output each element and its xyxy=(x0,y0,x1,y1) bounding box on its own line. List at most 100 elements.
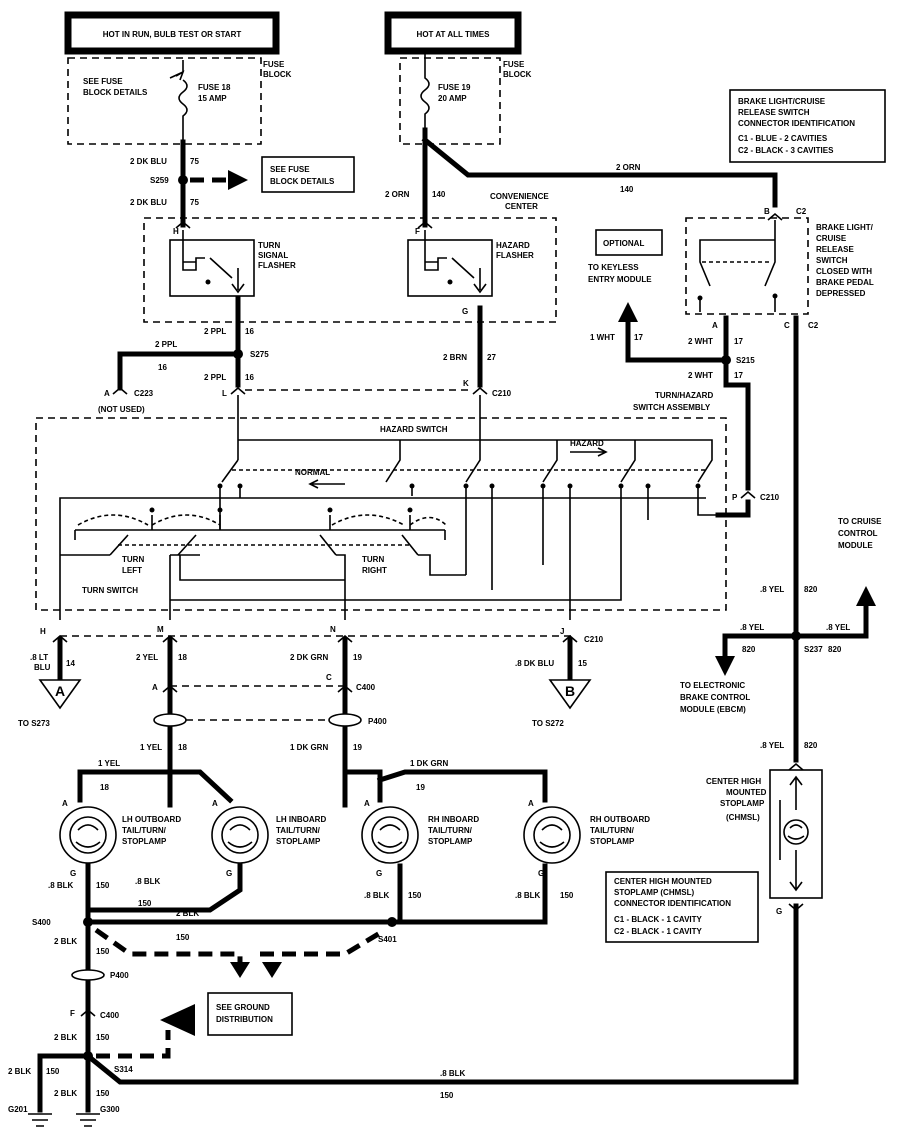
lh-inboard-bulb-icon xyxy=(227,824,253,848)
wht-wires: 1 WHT 17 2 WHT 17 S215 2 WHT 17 P C210 xyxy=(590,302,780,518)
ground-g300: G300 xyxy=(100,1105,120,1114)
wire-wht-2a: 2 WHT xyxy=(688,337,713,346)
keyless-label-2: ENTRY MODULE xyxy=(588,275,652,284)
fuse-block-details-1: SEE FUSE xyxy=(83,77,123,86)
convenience-center-label-2: CENTER xyxy=(505,202,538,211)
chmsl-lamp: CENTER HIGH MOUNTED STOPLAMP (CHMSL) G xyxy=(706,762,823,916)
fuse-block-details-2: BLOCK DETAILS xyxy=(83,88,148,97)
ground-arrow-1-icon xyxy=(230,962,250,978)
ebcm-label-3: MODULE (EBCM) xyxy=(680,705,746,714)
pin-a-lh-out: A xyxy=(62,799,68,808)
chmsl-conn-title-1: CENTER HIGH MOUNTED xyxy=(614,877,712,886)
conn-p400-top: P400 xyxy=(368,717,387,726)
lh-inboard-lamp: LH INBOARD TAIL/TURN/ STOPLAMP xyxy=(211,806,326,864)
brake-conn-row-1: C1 - BLUE - 2 CAVITIES xyxy=(738,134,828,143)
splice-s259-dot xyxy=(178,175,188,185)
pin-k: K xyxy=(463,379,469,388)
wire-820-1: 820 xyxy=(804,585,818,594)
pin-h-out: H xyxy=(40,627,46,636)
wire-18-top: 18 xyxy=(100,783,109,792)
wire-18-a: 18 xyxy=(178,653,187,662)
turn-flasher-label-1: TURN xyxy=(258,241,280,250)
wire-19-top: 19 xyxy=(416,783,425,792)
conn-c400-top: C400 xyxy=(356,683,376,692)
wire-820-2: 820 xyxy=(742,645,756,654)
header-hot-at-all-times: HOT AT ALL TIMES xyxy=(384,11,522,55)
wire-19-a: 19 xyxy=(353,653,362,662)
fuse-18-rating: 15 AMP xyxy=(198,94,227,103)
chmsl-bulb-icon xyxy=(787,824,805,840)
p400-right-icon xyxy=(328,713,362,727)
wire-dkgrn1: 1 DK GRN xyxy=(290,743,328,752)
conn-c2-bottom: C2 xyxy=(808,321,819,330)
hazard-label: HAZARD xyxy=(570,439,604,448)
chmsl-label-3: STOPLAMP xyxy=(720,799,765,808)
wire-yel1-top: 1 YEL xyxy=(98,759,120,768)
brake-switch-contacts-icon xyxy=(699,220,776,312)
conn-c210-right: C210 xyxy=(760,493,780,502)
splice-s400: S400 xyxy=(32,918,51,927)
pin-f-flasher: F xyxy=(415,227,420,236)
turn-left-label-2: LEFT xyxy=(122,566,142,575)
ebcm-label-2: BRAKE CONTROL xyxy=(680,693,750,702)
ground-dist-label-2: DISTRIBUTION xyxy=(216,1015,273,1024)
wire-16-2: 16 xyxy=(158,363,167,372)
brake-switch-label-3: RELEASE xyxy=(816,245,854,254)
ground-dist-label-1: SEE GROUND xyxy=(216,1003,270,1012)
fuse-block-right-label-1: FUSE xyxy=(503,60,525,69)
lh-out-label-1: LH OUTBOARD xyxy=(122,815,181,824)
wire-150-3: 150 xyxy=(46,1067,60,1076)
lh-in-label-2: TAIL/TURN/ xyxy=(276,826,321,835)
pin-a-c400: A xyxy=(152,683,158,692)
wire-ppl-2: 2 PPL xyxy=(155,340,177,349)
brake-conn-title-2: RELEASE SWITCH xyxy=(738,108,810,117)
wire-yel1: 1 YEL xyxy=(140,743,162,752)
to-s273: TO S273 xyxy=(18,719,50,728)
pin-a-rh-out: A xyxy=(528,799,534,808)
conn-c400-bottom: C400 xyxy=(100,1011,120,1020)
ground-g201-icon xyxy=(28,1113,52,1127)
chmsl-label-4: (CHMSL) xyxy=(726,813,760,822)
lh-out-label-2: TAIL/TURN/ xyxy=(122,826,167,835)
wire-dkblu-bot: 2 DK BLU xyxy=(130,198,167,207)
wire-blk8-lh-out: .8 BLK xyxy=(48,881,74,890)
chmsl-conn-row-2: C2 - BLACK - 1 CAVITY xyxy=(614,927,703,936)
wire-yel-3: .8 YEL xyxy=(826,623,850,632)
brake-conn-row-2: C2 - BLACK - 3 CAVITIES xyxy=(738,146,834,155)
wire-16-1: 16 xyxy=(245,327,254,336)
pin-n: N xyxy=(330,625,336,634)
hazard-switch-blades-icon xyxy=(221,440,713,483)
fuse-19-icon xyxy=(420,52,430,130)
rh-in-label-2: TAIL/TURN/ xyxy=(428,826,473,835)
turn-flasher-relay-icon xyxy=(182,230,245,294)
chmsl-connector-id: CENTER HIGH MOUNTED STOPLAMP (CHMSL) CON… xyxy=(605,871,759,943)
brake-switch-connector-id: BRAKE LIGHT/CRUISE RELEASE SWITCH CONNEC… xyxy=(729,89,886,163)
rh-out-label-2: TAIL/TURN/ xyxy=(590,826,635,835)
fuse-details-box-line-1: SEE FUSE xyxy=(270,165,310,174)
pin-a-brake: A xyxy=(712,321,718,330)
pin-g-rh-out: G xyxy=(538,869,544,878)
wire-ppl-3: 2 PPL xyxy=(204,373,226,382)
brake-conn-title-3: CONNECTOR IDENTIFICATION xyxy=(738,119,855,128)
wire-ppl-1: 2 PPL xyxy=(204,327,226,336)
splice-s215: S215 xyxy=(736,356,755,365)
conn-c210-top: C210 xyxy=(492,389,512,398)
wire-140-horiz: 140 xyxy=(620,185,634,194)
wire-18-b: 18 xyxy=(178,743,187,752)
c210-bottom-connector: H M N J C210 xyxy=(40,625,604,644)
keyless-label-1: TO KEYLESS xyxy=(588,263,639,272)
fuse-block-left: FUSE BLOCK SEE FUSE BLOCK DETAILS FUSE 1… xyxy=(67,57,292,145)
rh-inboard-bulb-icon xyxy=(377,824,403,848)
splice-s259: S259 xyxy=(150,176,169,185)
turn-signal-flasher: TURN SIGNAL FLASHER xyxy=(169,230,296,297)
wire-wht-2b: 2 WHT xyxy=(688,371,713,380)
conn-c223: C223 xyxy=(134,389,154,398)
wire-17-2a: 17 xyxy=(734,337,743,346)
pin-p: P xyxy=(732,493,738,502)
ground-wires: G G G G .8 BLK 150 .8 BLK 150 .8 BLK 150… xyxy=(8,863,799,1127)
wire-dkgrn1-top: 1 DK GRN xyxy=(410,759,448,768)
hazard-flasher-label-1: HAZARD xyxy=(496,241,530,250)
arrow-down-ebcm-icon xyxy=(715,656,735,676)
pin-a-lh-in: A xyxy=(212,799,218,808)
fuse-block-label-2: BLOCK xyxy=(263,70,292,79)
